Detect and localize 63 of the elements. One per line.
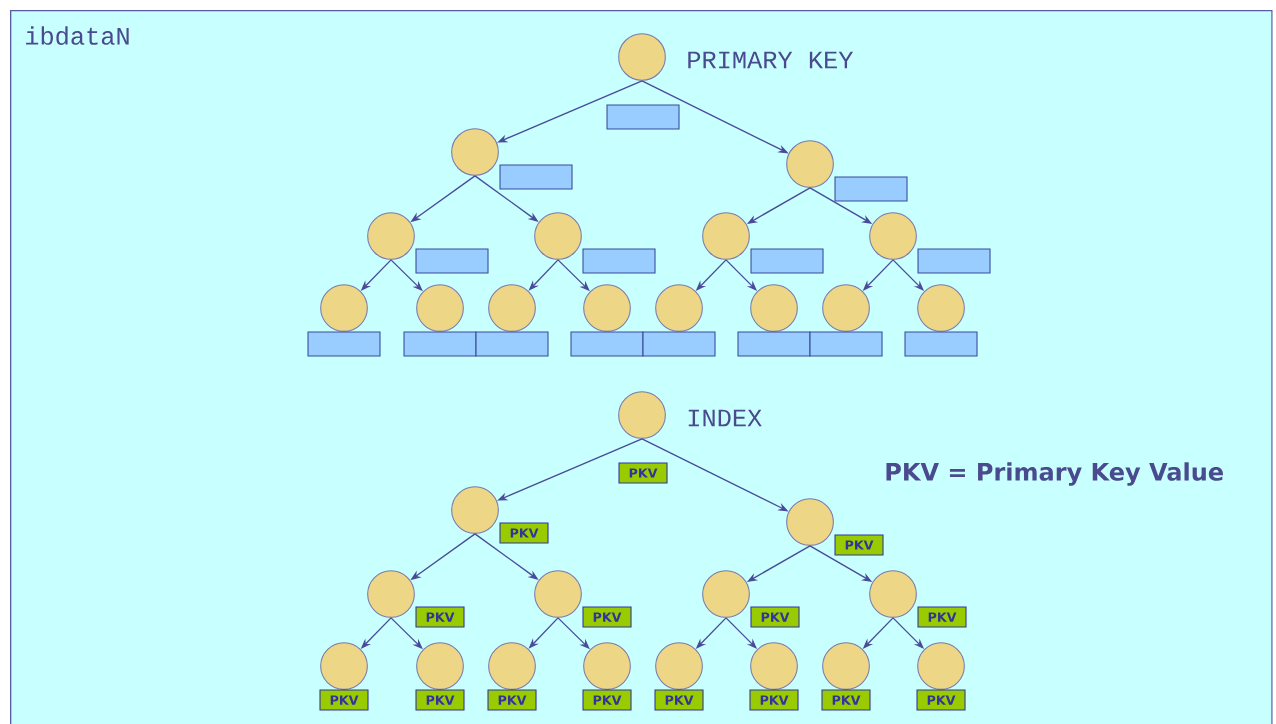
pkv-tag: PKV (834, 534, 884, 556)
tree-node-circle (917, 642, 965, 690)
key-box (750, 248, 824, 274)
tree-node-circle (367, 212, 415, 260)
key-box (642, 331, 716, 357)
pkv-tag: PKV (749, 689, 799, 711)
tree-node-circle (618, 391, 666, 439)
key-box (499, 164, 573, 190)
key-box (737, 331, 811, 357)
tree-node-circle (488, 642, 536, 690)
tree-node-circle (618, 33, 666, 81)
tree-node-circle (451, 128, 499, 176)
key-box (582, 248, 656, 274)
tree-node-circle (869, 570, 917, 618)
key-box (917, 248, 991, 274)
tree-node-circle (869, 212, 917, 260)
key-box (475, 331, 549, 357)
tree-node-circle (655, 284, 703, 332)
pkv-tag: PKV (618, 462, 668, 484)
pkv-tag: PKV (750, 606, 800, 628)
tree-node-circle (750, 284, 798, 332)
pkv-tag: PKV (319, 689, 369, 711)
tree-label: INDEX (688, 409, 762, 427)
tree-node-circle (416, 642, 464, 690)
tree-node-circle (320, 642, 368, 690)
note-text: PKV = Primary Key Value (886, 462, 1223, 486)
pkv-tag: PKV (487, 689, 537, 711)
tree-node-circle (534, 212, 582, 260)
tree-node-circle (822, 642, 870, 690)
pkv-tag: PKV (916, 689, 966, 711)
tree-label: PRIMARY KEY (688, 51, 853, 69)
key-box (606, 104, 680, 130)
key-box (904, 331, 978, 357)
tree-node-circle (702, 212, 750, 260)
tree-node-circle (583, 284, 631, 332)
pkv-tag: PKV (582, 689, 632, 711)
pkv-tag: PKV (582, 606, 632, 628)
tree-node-circle (750, 642, 798, 690)
key-box (809, 331, 883, 357)
tree-node-circle (822, 284, 870, 332)
pkv-tag: PKV (499, 522, 549, 544)
key-box (403, 331, 477, 357)
tree-node-circle (320, 284, 368, 332)
pkv-tag: PKV (415, 689, 465, 711)
pkv-tag: PKV (654, 689, 704, 711)
pkv-tag: PKV (917, 606, 967, 628)
tree-node-circle (786, 140, 834, 188)
tree-node-circle (917, 284, 965, 332)
key-box (307, 331, 381, 357)
tree-node-circle (416, 284, 464, 332)
tree-node-circle (583, 642, 631, 690)
tree-node-circle (655, 642, 703, 690)
tree-node-circle (451, 486, 499, 534)
tree-node-circle (786, 498, 834, 546)
tree-node-circle (367, 570, 415, 618)
key-box (834, 176, 908, 202)
pkv-tag: PKV (821, 689, 871, 711)
pkv-tag: PKV (415, 606, 465, 628)
tree-node-circle (534, 570, 582, 618)
tree-node-circle (488, 284, 536, 332)
tree-node-circle (702, 570, 750, 618)
key-box (570, 331, 644, 357)
key-box (415, 248, 489, 274)
